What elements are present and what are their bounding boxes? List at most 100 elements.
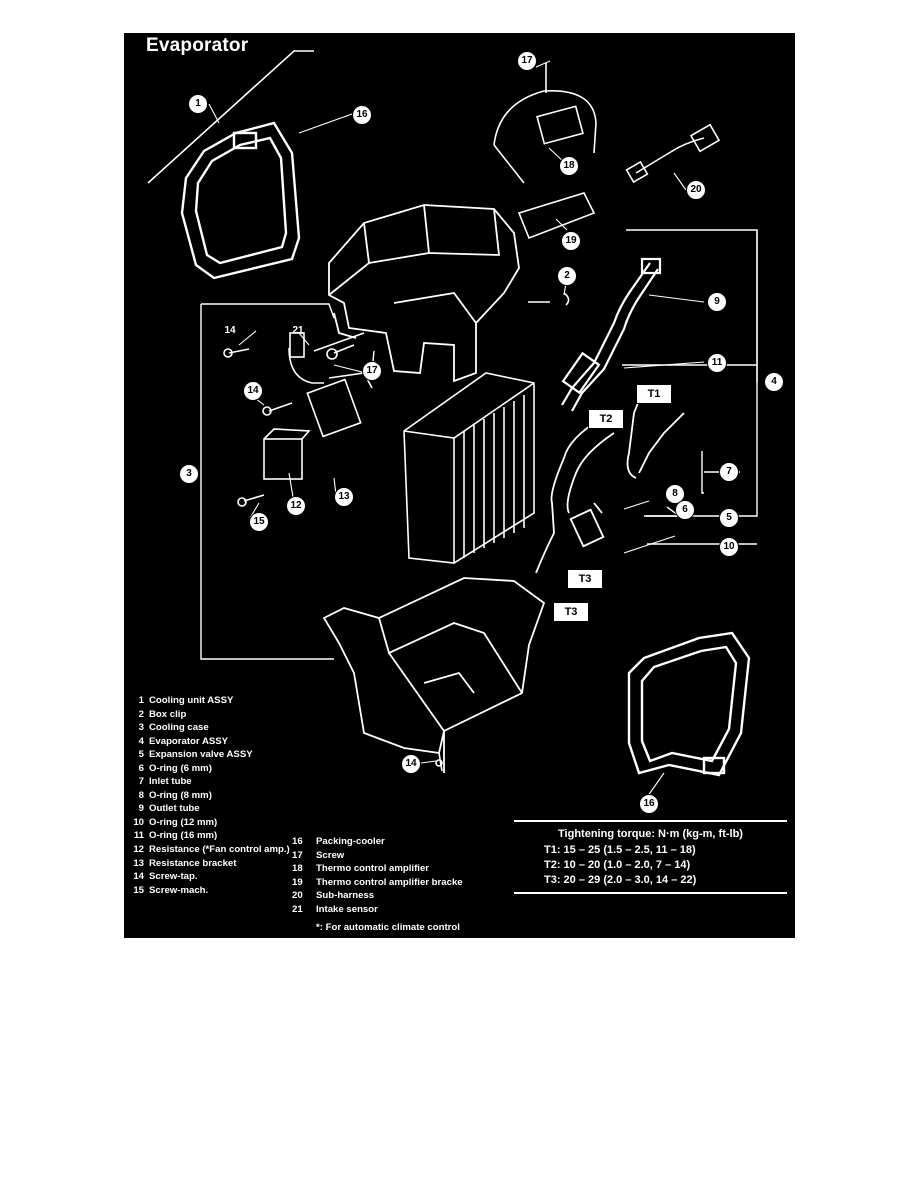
legend-text: O-ring (12 mm) [149, 816, 218, 828]
legend-item: 19 Thermo control amplifier bracke [292, 876, 463, 890]
legend-text: Thermo control amplifier bracke [316, 876, 463, 888]
thermo-amp-assembly [493, 63, 597, 240]
callout-8: 8 [665, 484, 685, 504]
callout-14-c: 14 [401, 754, 421, 774]
torque-row-t2: T2: 10 – 20 (1.0 – 2.0, 7 – 14) [544, 859, 691, 871]
torque-row-t1: T1: 15 – 25 (1.5 – 2.5, 11 – 18) [544, 844, 696, 856]
callout-16: 16 [352, 105, 372, 125]
torque-heading: Tightening torque: N·m (kg-m, ft-lb) [558, 828, 743, 840]
torque-tag-t3-b: T3 [553, 602, 589, 622]
callout-3: 3 [179, 464, 199, 484]
callout-2: 2 [557, 266, 577, 286]
legend-text: Inlet tube [149, 776, 192, 788]
outlet-tube [561, 257, 662, 412]
upper-cooling-case [328, 204, 520, 383]
callout-4: 4 [764, 372, 784, 392]
callout-7: 7 [719, 462, 739, 482]
group-brackets [200, 229, 758, 660]
legend-number: 17 [292, 849, 303, 861]
callout-13: 13 [334, 487, 354, 507]
legend-text: Screw-tap. [149, 871, 198, 883]
callout-12: 12 [286, 496, 306, 516]
callout-11: 11 [707, 353, 727, 373]
legend-number: 19 [292, 876, 303, 888]
sub-harness [625, 123, 721, 184]
evaporator-diagram: Evaporator 1 16 17 18 20 19 2 9 11 4 17 … [124, 33, 795, 938]
packing-cooler-top-left [180, 121, 301, 280]
callout-9: 9 [707, 292, 727, 312]
diagram-title: Evaporator [146, 35, 249, 56]
legend-number: 12 [133, 844, 144, 856]
legend-number: 8 [138, 789, 144, 801]
lower-cooling-case [322, 577, 546, 773]
legend-item: 21 Intake sensor [292, 903, 463, 917]
legend-number: 21 [292, 903, 303, 915]
callout-20: 20 [686, 180, 706, 200]
tightening-torque-table: Tightening torque: N·m (kg-m, ft-lb) T1:… [514, 820, 787, 894]
torque-tag-t1: T1 [636, 384, 672, 404]
torque-tag-t2: T2 [588, 409, 624, 429]
callout-18: 18 [559, 156, 579, 176]
legend-item: 3 Cooling case [124, 721, 290, 735]
legend-item: 5 Expansion valve ASSY [124, 748, 290, 762]
torque-row-t3: T3: 20 – 29 (2.0 – 3.0, 14 – 22) [544, 874, 697, 886]
callout-14-a: 14 [224, 325, 236, 336]
legend-text: Evaporator ASSY [149, 735, 229, 747]
legend-text: Expansion valve ASSY [149, 749, 253, 761]
callout-5: 5 [719, 508, 739, 528]
screws [223, 292, 570, 772]
legend-number: 11 [133, 830, 144, 842]
legend-item: 15 Screw-mach. [124, 884, 290, 898]
legend-item: 9 Outlet tube [124, 802, 290, 816]
legend-text: Packing-cooler [316, 836, 385, 847]
legend-number: 1 [138, 695, 144, 706]
packing-cooler-bottom-right [627, 631, 751, 777]
callout-1: 1 [188, 94, 208, 114]
legend-text: Cooling case [149, 722, 209, 734]
callout-14-b: 14 [243, 381, 263, 401]
torque-tag-t3: T3 [567, 569, 603, 589]
expansion-valve [569, 502, 605, 548]
legend-text: Resistance bracket [149, 857, 237, 869]
legend-number: 10 [133, 816, 144, 828]
legend-text: O-ring (16 mm) [149, 830, 218, 842]
legend-item: 1 Cooling unit ASSY [124, 694, 290, 708]
legend-number: 3 [138, 722, 144, 734]
callout-6: 6 [675, 500, 695, 520]
resistance-bracket [263, 372, 373, 480]
legend-number: 9 [138, 803, 144, 815]
legend-number: 5 [138, 749, 144, 761]
legend-text: Screw [316, 849, 345, 861]
legend-text: Intake sensor [316, 903, 378, 915]
legend-text: Sub-harness [316, 890, 375, 902]
intake-sensor [288, 332, 365, 384]
legend-number: 15 [133, 884, 144, 896]
callout-10: 10 [719, 537, 739, 557]
legend-text: Cooling unit ASSY [149, 695, 234, 706]
legend-item: 12 Resistance (*Fan control amp.) [124, 843, 290, 857]
legend-item: 14 Screw-tap. [124, 870, 290, 884]
callout-21: 21 [292, 325, 304, 336]
callout-16-b: 16 [639, 794, 659, 814]
legend-text: Screw-mach. [149, 884, 209, 896]
legend-text: O-ring (8 mm) [149, 789, 212, 801]
legend-item: 8 O-ring (8 mm) [124, 789, 290, 803]
legend-item: 10 O-ring (12 mm) [124, 816, 290, 830]
legend-text: Outlet tube [149, 803, 200, 815]
exploded-view-drawing [147, 50, 758, 801]
legend-number: 20 [292, 890, 303, 902]
legend-number: 14 [133, 871, 144, 883]
legend-text: Box clip [149, 708, 187, 720]
legend-text: Resistance (*Fan control amp.) [149, 844, 290, 856]
evaporator-core [403, 372, 535, 564]
legend-item: 11 O-ring (16 mm) [124, 829, 290, 843]
callout-17-b: 17 [362, 361, 382, 381]
legend-number: 13 [133, 857, 144, 869]
torque-rule-top [514, 820, 787, 822]
legend-number: 18 [292, 863, 303, 875]
